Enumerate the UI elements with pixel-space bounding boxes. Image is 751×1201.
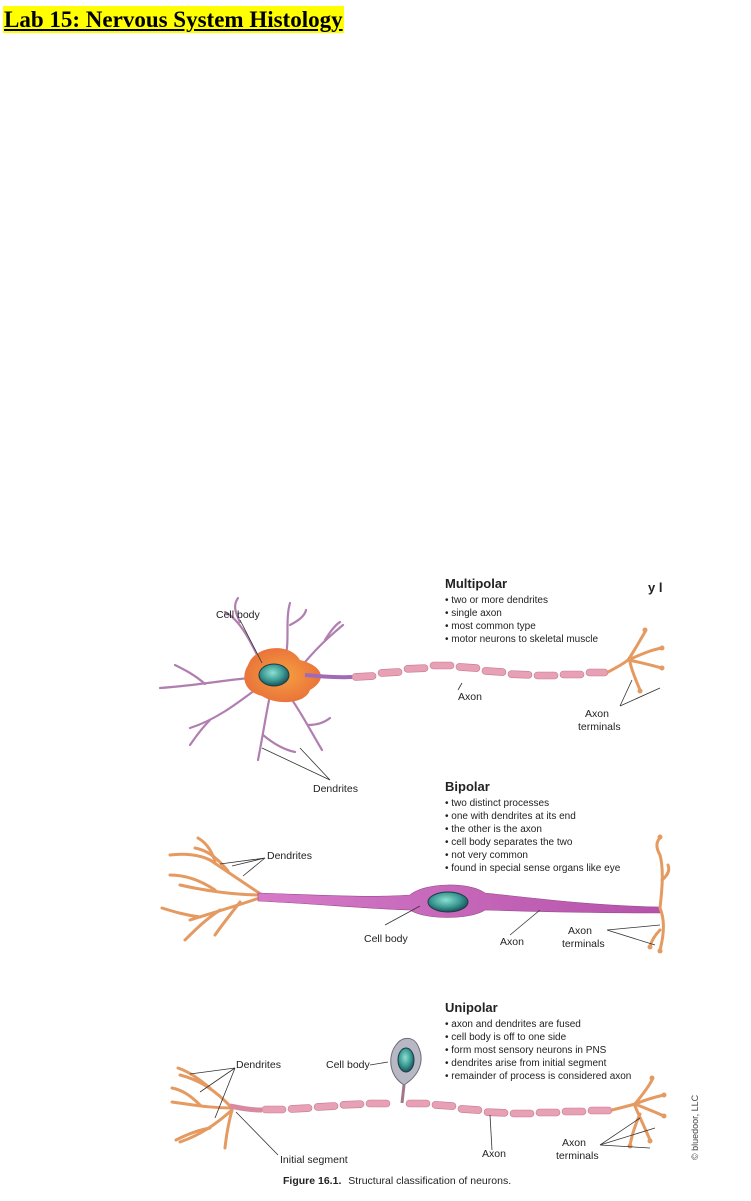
unipolar-terminals-label-1: Axon <box>562 1137 586 1149</box>
unipolar-terminals-label-2: terminals <box>556 1150 599 1162</box>
bipolar-axon-label: Axon <box>500 936 524 948</box>
bipolar-bullet: • one with dendrites at its end <box>445 811 576 822</box>
unipolar-bullet: • dendrites arise from initial segment <box>445 1058 607 1069</box>
unipolar-dendrites-label: Dendrites <box>236 1059 281 1071</box>
bipolar-heading: Bipolar <box>445 779 490 794</box>
bipolar-bullet: • found in special sense organs like eye <box>445 863 621 874</box>
bipolar-bullet: • cell body separates the two <box>445 837 573 848</box>
multipolar-cell-body-label: Cell body <box>216 609 261 621</box>
multipolar-dendrites-label: Dendrites <box>313 783 358 795</box>
figure-caption: Figure 16.1. Structural classification o… <box>283 1175 511 1187</box>
unipolar-axon-label: Axon <box>482 1148 506 1160</box>
unipolar-bullet: • remainder of process is considered axo… <box>445 1071 631 1082</box>
figure-caption-label: Figure 16.1. <box>283 1175 341 1187</box>
bipolar-bullet: • not very common <box>445 850 528 861</box>
bipolar-dendrites-label: Dendrites <box>267 850 312 862</box>
unipolar-bullet: • cell body is off to one side <box>445 1032 567 1043</box>
copyright-notice: © bluedoor, LLC <box>690 1094 700 1160</box>
figure-caption-text: Structural classification of neurons. <box>348 1175 511 1187</box>
multipolar-bullet: • two or more dendrites <box>445 595 548 606</box>
multipolar-terminals-label-1: Axon <box>585 708 609 720</box>
multipolar-heading: Multipolar <box>445 576 507 591</box>
bipolar-terminals-label-1: Axon <box>568 925 592 937</box>
bipolar-bullet: • two distinct processes <box>445 798 549 809</box>
unipolar-bullet: • form most sensory neurons in PNS <box>445 1045 607 1056</box>
corner-fragment: y l <box>648 580 662 595</box>
multipolar-bullet: • single axon <box>445 608 502 619</box>
multipolar-terminals-label-2: terminals <box>578 721 621 733</box>
bipolar-terminals-label-2: terminals <box>562 938 605 950</box>
bipolar-cell-body-label: Cell body <box>364 933 409 945</box>
unipolar-neuron <box>170 1037 667 1156</box>
unipolar-bullet: • axon and dendrites are fused <box>445 1019 581 1030</box>
unipolar-initial-segment-label: Initial segment <box>280 1154 348 1166</box>
bipolar-neuron <box>160 834 671 954</box>
multipolar-bullet: • most common type <box>445 621 536 632</box>
page-title: Lab 15: Nervous System Histology <box>3 6 344 33</box>
multipolar-bullet: • motor neurons to skeletal muscle <box>445 634 598 645</box>
unipolar-cell-body-label: Cell body <box>326 1059 371 1071</box>
unipolar-heading: Unipolar <box>445 1000 498 1015</box>
multipolar-axon-label: Axon <box>458 691 482 703</box>
multipolar-neuron <box>158 596 665 781</box>
bipolar-bullet: • the other is the axon <box>445 824 542 835</box>
